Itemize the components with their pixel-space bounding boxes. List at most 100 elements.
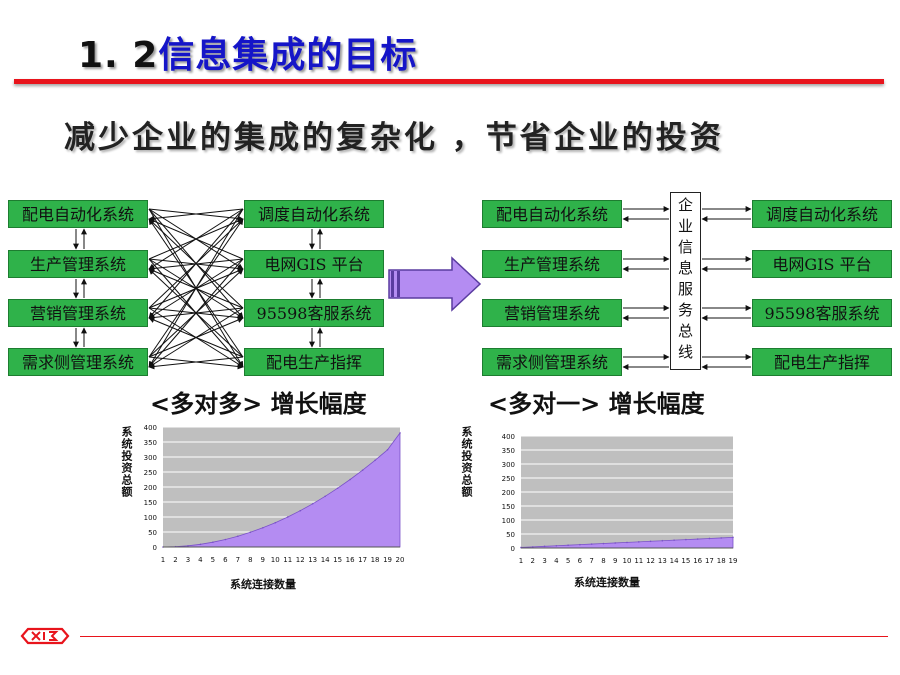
mesh-line [148, 208, 244, 222]
chart2-xlabel: 系统连接数量 [574, 576, 640, 589]
data-point [567, 544, 569, 546]
vertical-arrows [73, 228, 323, 348]
data-point [249, 531, 252, 534]
footer-divider [80, 636, 888, 637]
y-tick-label: 100 [502, 517, 515, 525]
title-divider [14, 79, 884, 84]
data-point [543, 545, 546, 548]
x-tick-label: 6 [578, 557, 583, 565]
y-tick-label: 0 [511, 545, 515, 553]
data-point [286, 516, 289, 518]
x-tick-label: 3 [186, 556, 190, 564]
x-tick-label: 2 [531, 557, 535, 565]
x-tick-label: 17 [705, 557, 714, 565]
data-point [626, 541, 628, 544]
left-b-box-1: 调度自动化系统 [244, 200, 384, 228]
data-point [199, 543, 202, 546]
mesh-line [148, 258, 244, 368]
data-point [649, 540, 652, 543]
slide-subtitle: 减少企业的集成的复杂化 ，节省企业的投资 [64, 120, 724, 156]
mesh-line [148, 208, 244, 270]
y-tick-label: 400 [144, 424, 157, 432]
x-tick-label: 4 [198, 556, 203, 564]
x-tick-label: 16 [346, 556, 355, 564]
data-point [386, 449, 389, 451]
x-tick-label: 5 [211, 556, 215, 564]
x-tick-label: 3 [542, 557, 546, 565]
x-tick-label: 9 [613, 557, 617, 565]
y-tick-label: 150 [502, 503, 515, 511]
x-tick-label: 13 [658, 557, 667, 565]
x-tick-label: 11 [283, 556, 292, 564]
x-tick-label: 5 [566, 557, 570, 565]
x-tick-label: 19 [383, 556, 392, 564]
data-point [299, 509, 302, 512]
mesh-line [148, 307, 244, 368]
data-point [579, 543, 581, 546]
right-caption: <多对一> 增长幅度 [488, 390, 705, 418]
y-tick-label: 300 [502, 461, 515, 469]
data-point [187, 545, 189, 547]
x-tick-label: 15 [681, 557, 690, 565]
x-tick-label: 8 [601, 557, 605, 565]
y-tick-label: 200 [144, 484, 157, 492]
left-a-box-1: 配电自动化系统 [8, 200, 148, 228]
left-b-box-2: 电网GIS 平台 [244, 250, 384, 278]
x-tick-label: 8 [248, 556, 252, 564]
data-point [673, 539, 675, 541]
left-b-box-4: 配电生产指挥 [244, 348, 384, 376]
right-a-box-1: 配电自动化系统 [482, 200, 622, 228]
data-point [399, 432, 401, 434]
x-tick-label: 7 [589, 557, 593, 565]
x-tick-label: 20 [396, 556, 405, 564]
right-a-box-4: 需求侧管理系统 [482, 348, 622, 376]
x-tick-label: 14 [321, 556, 330, 564]
x-tick-label: 17 [358, 556, 367, 564]
title-text: 信息集成的目标 [158, 35, 418, 76]
y-tick-label: 150 [144, 499, 157, 507]
y-tick-label: 50 [506, 531, 515, 539]
x-tick-label: 14 [670, 557, 679, 565]
x-tick-label: 16 [693, 557, 702, 565]
x-tick-label: 4 [554, 557, 559, 565]
right-b-box-3: 95598客服系统 [752, 299, 892, 327]
left-a-box-3: 营销管理系统 [8, 299, 148, 327]
x-tick-label: 12 [646, 557, 655, 565]
data-point [614, 542, 617, 544]
slide-title: 1. 2信息集成的目标 [78, 26, 417, 78]
service-bus-label: 企业信息服务总线 [676, 197, 694, 365]
service-bus: 企业信息服务总线 [670, 192, 701, 370]
x-tick-label: 1 [161, 556, 165, 564]
many-to-many-lines [148, 208, 244, 370]
transition-arrow [388, 256, 482, 312]
data-point [237, 535, 239, 537]
left-caption: <多对多> 增长幅度 [150, 390, 367, 418]
data-point [531, 546, 534, 548]
y-tick-label: 100 [144, 514, 157, 522]
mesh-line [148, 356, 244, 370]
x-tick-label: 18 [371, 556, 380, 564]
data-point [361, 469, 364, 472]
data-point [732, 536, 734, 539]
bus-arrows [622, 206, 752, 370]
data-point [374, 459, 376, 462]
chart2-ylabel: 系统投资总额 [460, 426, 473, 498]
data-point [590, 543, 593, 545]
chart1-xlabel: 系统连接数量 [230, 578, 296, 591]
data-point [696, 538, 699, 540]
y-tick-label: 0 [153, 544, 157, 552]
x-tick-label: 6 [223, 556, 228, 564]
data-point [602, 542, 605, 545]
x-tick-label: 9 [261, 556, 265, 564]
left-a-box-4: 需求侧管理系统 [8, 348, 148, 376]
data-point [274, 521, 277, 524]
company-logo [20, 627, 70, 645]
data-point [708, 537, 711, 540]
data-point [212, 541, 214, 543]
data-point [324, 495, 326, 498]
x-tick-label: 10 [623, 557, 632, 565]
x-tick-label: 1 [519, 557, 523, 565]
